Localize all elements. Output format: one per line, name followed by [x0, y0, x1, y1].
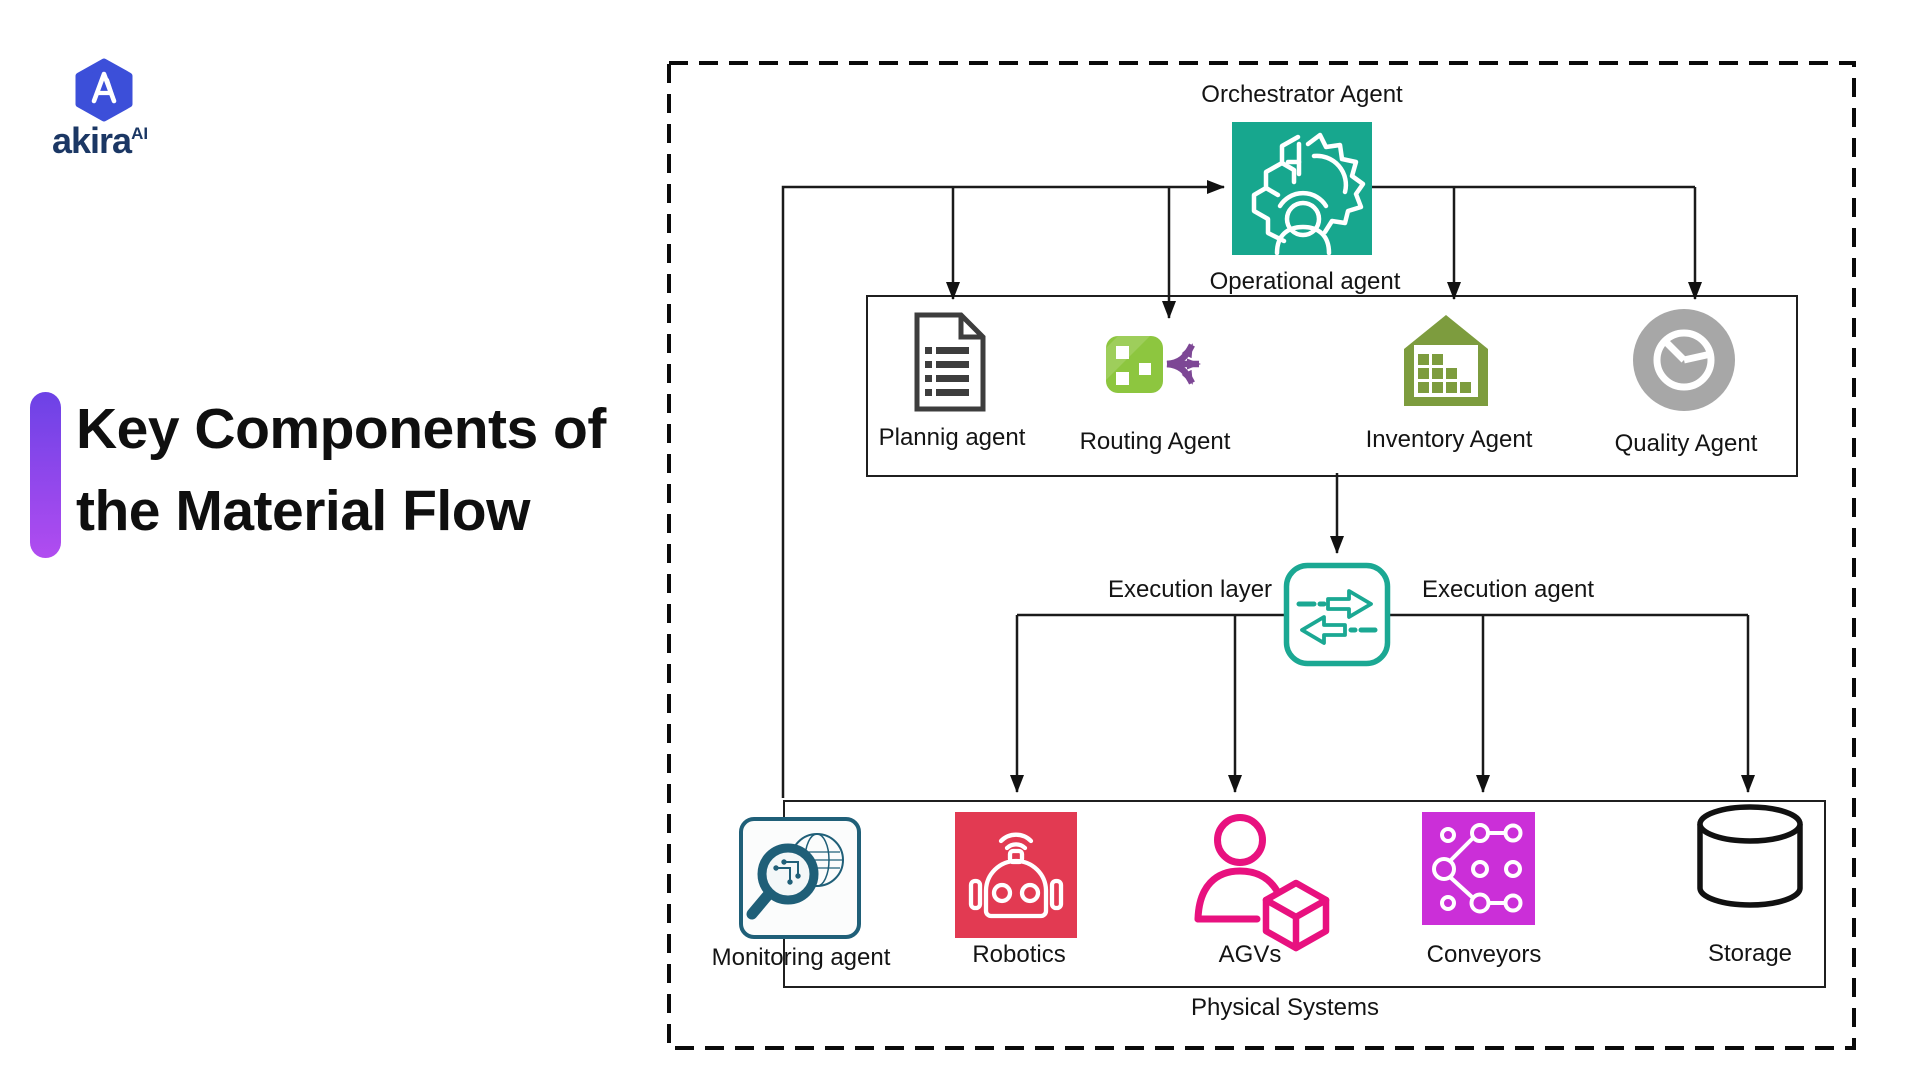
- document-checklist-icon: [914, 312, 986, 412]
- operational-box-label: Operational agent: [1209, 268, 1401, 295]
- brand-wordmark: akiraAI: [52, 120, 148, 162]
- person-package-icon: [1194, 814, 1330, 952]
- dashed-frame: [667, 61, 1856, 1050]
- letter-a-crossbar: [95, 77, 117, 104]
- transfer-arrows-icon: [1283, 562, 1391, 667]
- execution-layer-label: Execution layer: [1107, 576, 1273, 603]
- magnifier-globe-icon: [739, 817, 861, 939]
- operational-agents-box: [866, 295, 1798, 477]
- execution-agent-label: Execution agent: [1421, 576, 1595, 603]
- page-title: Key Components of the Material Flow: [76, 388, 606, 552]
- pie-chart-icon: [1633, 309, 1735, 411]
- robotics-label: Robotics: [972, 941, 1066, 968]
- hexagon-shape: [75, 58, 133, 122]
- ai-brain-gear-person-icon: [1232, 122, 1372, 255]
- brand-text: akira: [52, 120, 132, 161]
- network-nodes-icon: [1422, 812, 1535, 925]
- load-balancer-branch-icon: [1106, 336, 1201, 393]
- physical-systems-label: Physical Systems: [1190, 994, 1380, 1021]
- agvs-label: AGVs: [1218, 941, 1282, 968]
- brand-superscript: AI: [131, 124, 149, 143]
- monitoring-agent-label: Monitoring agent: [711, 944, 891, 971]
- akira-logo-hexagon-icon: [75, 58, 133, 122]
- conveyors-label: Conveyors: [1426, 941, 1542, 968]
- database-cylinder-icon: [1697, 804, 1803, 908]
- warehouse-stock-icon: [1404, 315, 1488, 406]
- title-accent-bar: [30, 392, 61, 558]
- inventory-agent-label: Inventory Agent: [1365, 426, 1533, 453]
- page-title-line2: the Material Flow: [76, 479, 530, 543]
- planning-agent-label: Plannig agent: [878, 424, 1026, 451]
- orchestrator-label: Orchestrator Agent: [1201, 81, 1403, 108]
- quality-agent-label: Quality Agent: [1614, 430, 1758, 457]
- feedback-arrow: [781, 180, 1225, 798]
- robot-head-icon: [955, 812, 1077, 938]
- page-title-line1: Key Components of: [76, 397, 606, 461]
- routing-agent-label: Routing Agent: [1079, 428, 1231, 455]
- storage-label: Storage: [1707, 940, 1793, 967]
